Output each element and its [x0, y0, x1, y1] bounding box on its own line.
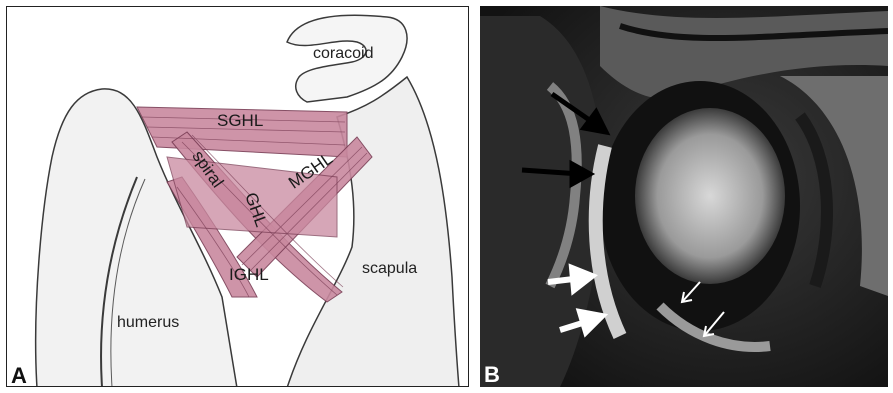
scapula-label: scapula [362, 260, 417, 278]
black-arrow-lower [522, 164, 590, 184]
illustration-panel-a: coracoid scapula humerus SGHL spiral MGH… [6, 6, 469, 387]
humerus-label: humerus [117, 314, 179, 332]
panel-letter-a: A [11, 363, 27, 387]
small-white-arrow-upper [682, 282, 700, 302]
white-arrow-lower [560, 312, 602, 332]
ighl-label: IGHL [229, 265, 269, 285]
small-white-arrow-lower [704, 312, 724, 336]
shoulder-ligament-drawing [7, 7, 469, 387]
panel-letter-b: B [484, 362, 500, 387]
coracoid-label: coracoid [313, 45, 373, 63]
black-arrow-upper [552, 94, 606, 132]
white-arrow-upper [548, 268, 592, 290]
arrow-overlay [480, 6, 888, 387]
sghl-label: SGHL [217, 111, 263, 131]
mri-panel-b: B [480, 6, 888, 387]
